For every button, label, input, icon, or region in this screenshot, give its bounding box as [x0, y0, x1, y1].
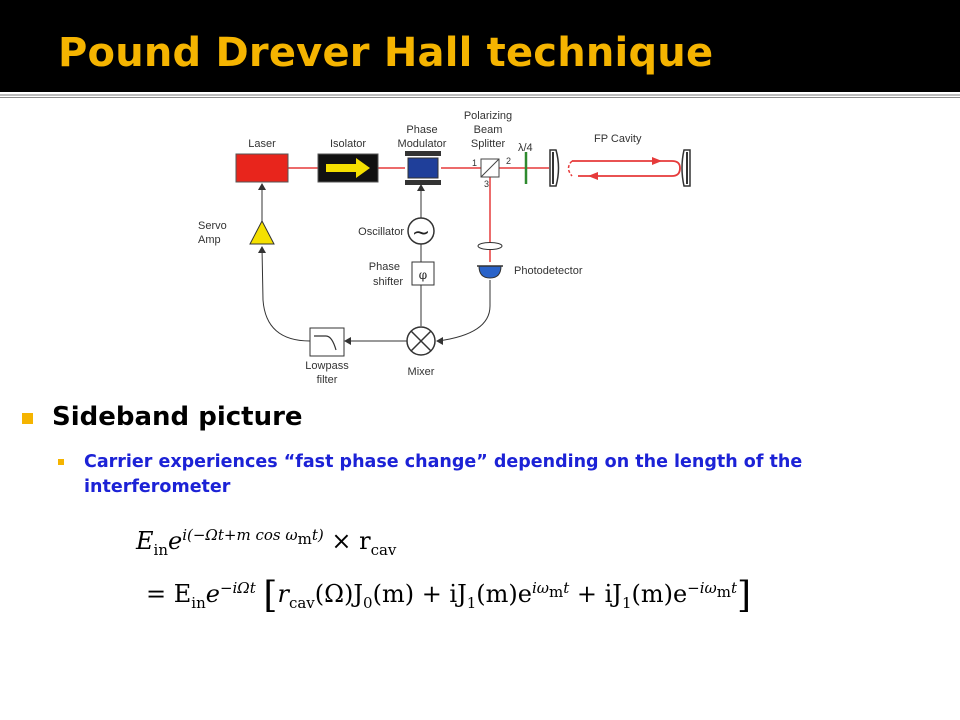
label-pbs-1: Polarizing [464, 110, 512, 122]
label-lowpass-2: filter [317, 374, 338, 386]
isolator-arrow-icon [326, 158, 370, 178]
cavity-beam [572, 160, 681, 177]
equation-line-2: = Eine−iΩt [rcav(Ω)J0(m) + iJ1(m)eiωmt +… [146, 575, 752, 616]
label-port-3: 3 [484, 179, 489, 189]
lens [477, 242, 503, 250]
modulator-electrode-top [405, 151, 441, 156]
arrow-to-mixer [436, 337, 443, 345]
label-pbs-2: Beam [474, 124, 503, 136]
label-isolator: Isolator [330, 138, 366, 150]
cavity-beam-dashed [567, 160, 573, 177]
label-lowpass-1: Lowpass [305, 360, 349, 372]
beam-splitter-diagonal [480, 158, 500, 178]
wire-photodetector-mixer [437, 280, 491, 342]
bullet-sideband-picture: Sideband picture [52, 402, 303, 432]
title-bar [0, 0, 960, 92]
label-servo-2: Amp [198, 234, 221, 246]
bullet-square-icon [22, 413, 33, 424]
cavity-arrow-right [652, 157, 662, 165]
cavity-arrow-left [588, 172, 598, 180]
arrow-to-servo [258, 246, 266, 253]
servo-amp-icon [249, 219, 275, 245]
label-port-2: 2 [506, 156, 511, 166]
label-oscillator: Oscillator [358, 226, 404, 238]
mixer-cross-2 [410, 330, 432, 352]
title-rule [0, 94, 960, 96]
label-phase-modulator-1: Phase [406, 124, 437, 136]
label-phase-modulator-2: Modulator [398, 138, 447, 150]
label-fp-cavity: FP Cavity [594, 133, 642, 145]
arrow-to-lowpass [344, 337, 351, 345]
label-photodetector: Photodetector [514, 265, 583, 277]
lowpass-curve-icon [314, 335, 337, 351]
label-pbs-3: Splitter [471, 138, 506, 150]
subbullet-square-icon [58, 459, 64, 465]
label-mixer: Mixer [408, 366, 435, 378]
oscillator-tilde: ~ [412, 221, 430, 246]
equation-line-1: Einei(−Ωt+m cos ωmt) × rcav [136, 526, 397, 559]
slide-title: Pound Drever Hall technique [58, 30, 714, 76]
phi-symbol: φ [419, 268, 427, 282]
label-servo-1: Servo [198, 220, 227, 232]
arrow-to-modulator [417, 184, 425, 191]
phase-modulator-box [407, 157, 439, 179]
modulator-electrode-bottom [405, 180, 441, 185]
subbullet-carrier: Carrier experiences “fast phase change” … [84, 452, 803, 497]
cavity-mirror-input [549, 149, 560, 187]
wire-lowpass-servo [261, 247, 311, 342]
arrow-to-laser [258, 183, 266, 190]
label-phase-shifter-1: Phase [369, 261, 400, 273]
lowpass-filter-box [309, 327, 345, 357]
laser-box [235, 153, 289, 183]
title-rule-thin [0, 97, 960, 98]
label-waveplate: λ/4 [518, 142, 533, 154]
label-port-1: 1 [472, 158, 477, 168]
phase-shifter-box [411, 261, 435, 286]
label-phase-shifter-2: shifter [373, 276, 403, 288]
photodetector-icon [478, 265, 502, 279]
label-laser: Laser [248, 138, 276, 150]
